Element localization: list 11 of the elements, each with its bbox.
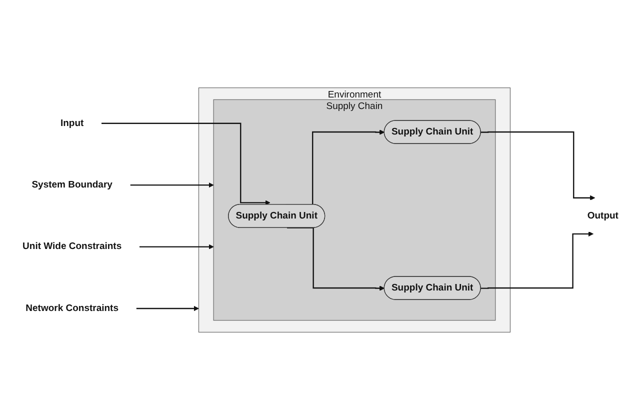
node-text: Input xyxy=(60,118,84,128)
arrow xyxy=(130,182,214,188)
node-text: Output xyxy=(587,210,618,221)
arrow xyxy=(480,131,596,200)
node-text: System Boundary xyxy=(32,180,112,190)
arrow xyxy=(101,122,270,206)
node-text: Unit Wide Constraints xyxy=(22,241,122,252)
arrow xyxy=(480,231,594,289)
arrow xyxy=(139,244,214,250)
arrow xyxy=(136,306,199,312)
node-text: Network Constraints xyxy=(26,303,118,314)
